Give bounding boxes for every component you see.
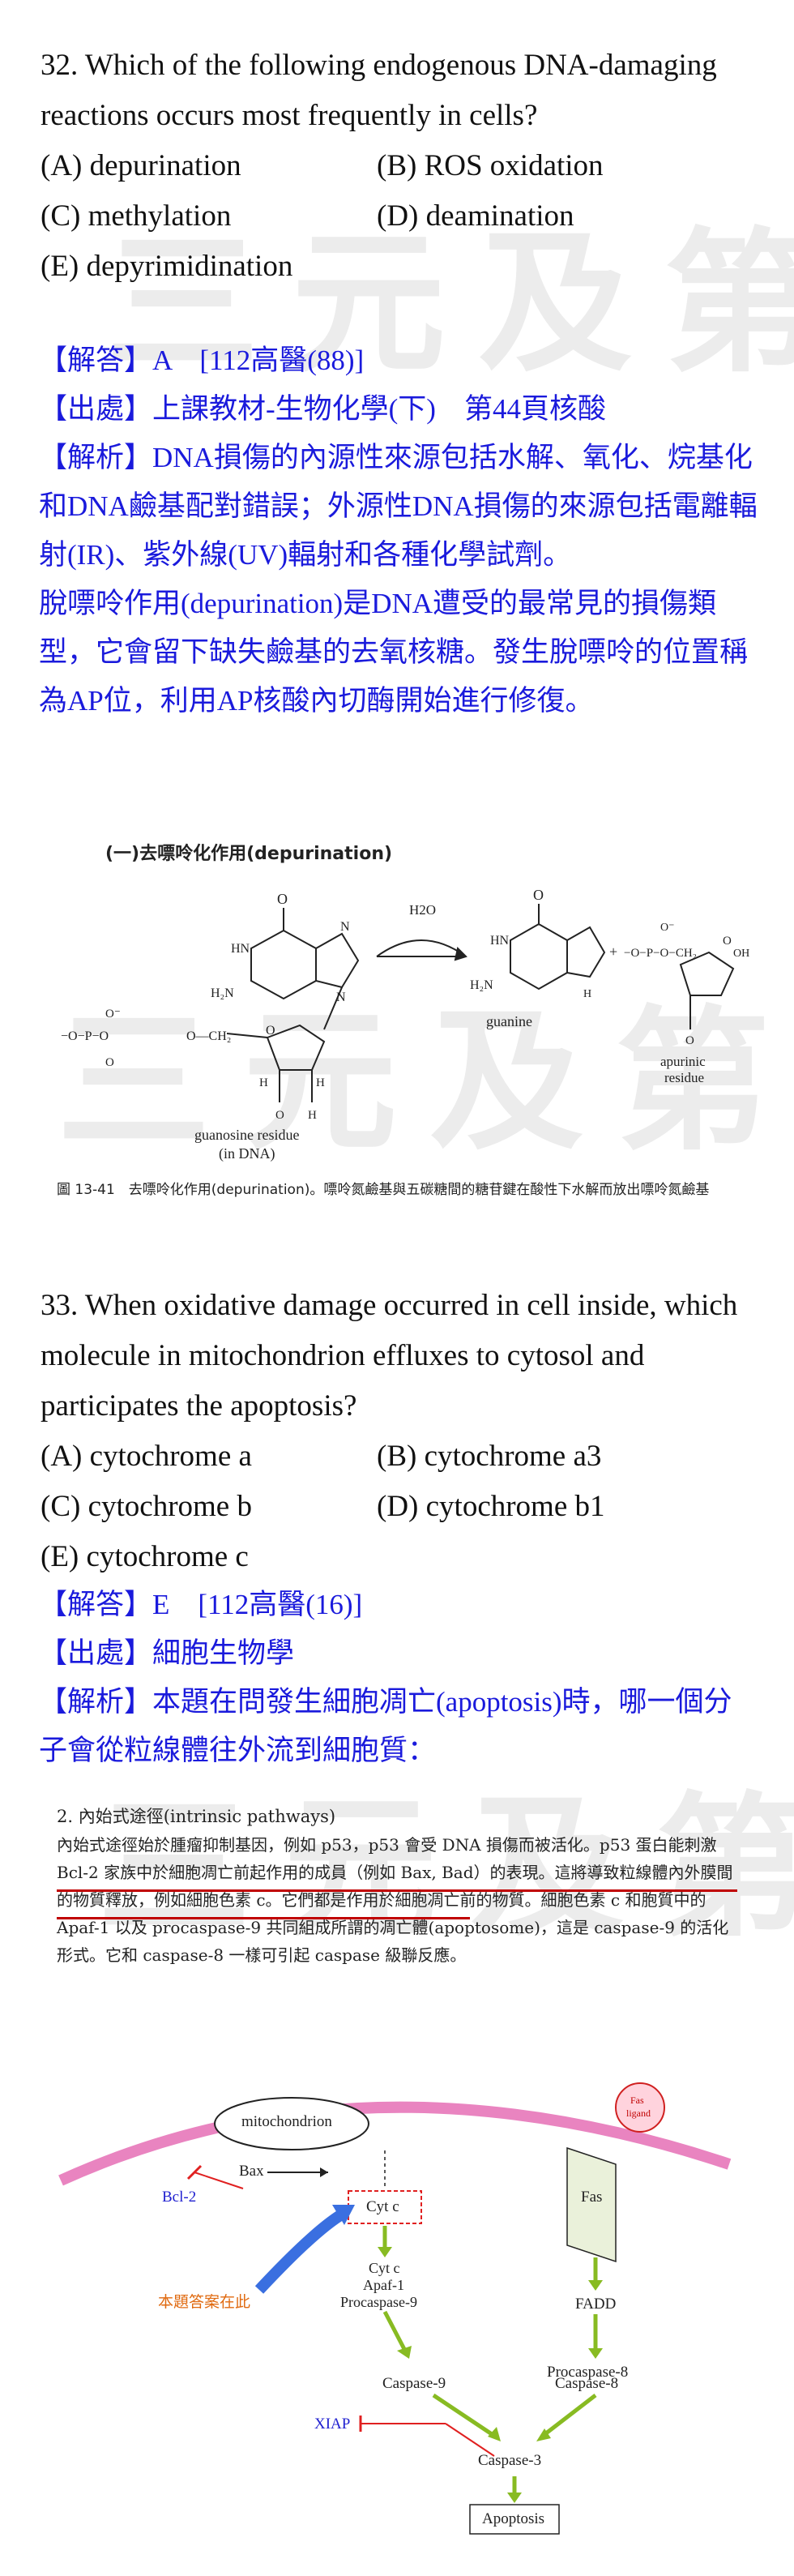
caspase8-label: Caspase-8 xyxy=(555,2375,619,2392)
svg-text:+: + xyxy=(609,944,617,960)
svg-text:O: O xyxy=(533,887,544,903)
svg-text:H: H xyxy=(583,988,591,1000)
option-b: (B) ROS oxidation xyxy=(377,149,604,182)
svg-text:O: O xyxy=(105,1056,114,1069)
question-stem: 33. When oxidative damage occurred in ce… xyxy=(41,1289,738,1423)
options: (A) depurination (B) ROS oxidation (C) m… xyxy=(41,141,753,292)
svg-text:O⁻: O⁻ xyxy=(105,1008,121,1021)
svg-text:H: H xyxy=(316,1076,325,1089)
mitochondrion-label: mitochondrion xyxy=(241,2113,332,2130)
figure-caption: 圖 13-41 去嘌呤化作用(depurination)。嘌呤氮鹼基與五碳糖間的… xyxy=(57,1182,710,1198)
svg-text:−O−P−O−CH₂: −O−P−O−CH₂ xyxy=(624,947,697,960)
figure-label-water: H2O xyxy=(409,902,437,918)
excerpt-body: 內始式途徑始於腫瘤抑制基因，例如 p53，p53 會受 DNA 損傷而被活化。p… xyxy=(57,1835,733,1965)
option-c: (C) cytochrome b xyxy=(41,1490,252,1523)
question-32: 32. Which of the following endogenous DN… xyxy=(41,41,753,292)
analysis-paragraph: 【解析】DNA損傷的內源性來源包括水解、氧化、烷基化和DNA鹼基配對錯誤；外源性… xyxy=(39,442,758,571)
option-e: (E) cytochrome c xyxy=(41,1540,249,1573)
svg-text:O: O xyxy=(277,891,288,907)
option-a: (A) cytochrome a xyxy=(41,1440,252,1473)
source-line: 【出處】上課教材-生物化學(下) 第44頁核酸 xyxy=(39,393,606,425)
apoptosis-diagram: mitochondrion Bax Bcl-2 Cyt c 本題答案在此 Cyt… xyxy=(57,2075,737,2561)
complex-apaf1-label: Apaf-1 xyxy=(363,2277,404,2293)
source-line: 【出處】細胞生物學 xyxy=(39,1637,295,1669)
bax-label: Bax xyxy=(239,2163,264,2180)
figure-label-residue: residue xyxy=(664,1070,705,1085)
fadd-label: FADD xyxy=(575,2296,617,2313)
figure-heading: (一)去嘌呤化作用(depurination) xyxy=(105,844,393,864)
svg-text:OH: OH xyxy=(733,948,749,960)
svg-text:O—CH₂: O—CH₂ xyxy=(186,1029,231,1043)
svg-text:H₂N: H₂N xyxy=(470,978,493,992)
svg-text:HN: HN xyxy=(490,934,510,948)
watermark: 三元及第 xyxy=(57,992,794,1171)
figure-label-guanine: guanine xyxy=(486,1013,532,1029)
svg-text:O: O xyxy=(266,1024,275,1038)
underline-mark xyxy=(57,1917,470,1919)
guanosine-structure: O HN H₂N N N O O—CH₂ −O−P−O O⁻ O H H O H xyxy=(61,891,360,1122)
answer-block-33: 【解答】E [112高醫(16)] 【出處】細胞生物學 【解析】本題在問發生細胞… xyxy=(39,1581,760,1775)
svg-text:−O−P−O: −O−P−O xyxy=(61,1029,109,1043)
excerpt-heading: 2. 內始式途徑(intrinsic pathways) xyxy=(57,1807,336,1826)
option-e: (E) depyrimidination xyxy=(41,250,293,283)
answer-line: 【解答】E [112高醫(16)] xyxy=(39,1589,363,1620)
apoptosis-label: Apoptosis xyxy=(482,2510,545,2527)
options: (A) cytochrome a (B) cytochrome a3 (C) c… xyxy=(41,1431,753,1582)
caspase9-label: Caspase-9 xyxy=(382,2375,446,2392)
fas-ligand-label: Fas xyxy=(630,2095,644,2106)
apurinic-residue-structure: −O−P−O−CH₂ O⁻ O OH O xyxy=(624,922,749,1047)
textbook-excerpt: 2. 內始式途徑(intrinsic pathways) 內始式途徑始於腫瘤抑制… xyxy=(57,1804,737,1969)
svg-text:O⁻: O⁻ xyxy=(660,922,675,934)
svg-text:H: H xyxy=(308,1109,317,1122)
option-d: (D) deamination xyxy=(377,199,574,233)
question-stem: 32. Which of the following endogenous DN… xyxy=(41,49,717,132)
option-d: (D) cytochrome b1 xyxy=(377,1490,605,1523)
analysis-paragraph: 【解析】本題在問發生細胞凋亡(apoptosis)時，哪一個分子會從粒線體往外流… xyxy=(39,1686,732,1766)
bcl2-label: Bcl-2 xyxy=(162,2189,197,2206)
pathway-svg xyxy=(58,2082,732,2535)
reaction-arrow xyxy=(376,939,467,961)
svg-text:O: O xyxy=(275,1109,284,1122)
svg-text:O: O xyxy=(685,1034,694,1047)
analysis-paragraph: 脫嘌呤作用(depurination)是DNA遭受的最常見的損傷類型，它會留下缺… xyxy=(39,588,749,717)
svg-text:H₂N: H₂N xyxy=(211,986,234,1000)
complex-procaspase9-label: Procaspase-9 xyxy=(340,2294,417,2310)
xiap-label: XIAP xyxy=(314,2416,351,2433)
fas-receptor-label: Fas xyxy=(581,2189,603,2206)
underline-mark xyxy=(57,1889,737,1892)
guanine-structure: O HN H₂N H xyxy=(470,887,606,1000)
svg-text:HN: HN xyxy=(231,942,250,956)
answer-line: 【解答】A [112高醫(88)] xyxy=(39,344,365,376)
question-33: 33. When oxidative damage occurred in ce… xyxy=(41,1281,753,1582)
figure-label-in-dna: (in DNA) xyxy=(219,1145,275,1162)
figure-label-guanosine: guanosine residue xyxy=(194,1127,300,1143)
option-b: (B) cytochrome a3 xyxy=(377,1440,602,1473)
answer-annotation: 本題答案在此 xyxy=(158,2293,251,2311)
svg-text:N: N xyxy=(340,920,350,934)
fas-ligand-label: ligand xyxy=(626,2107,651,2119)
watermark: 三元及第 xyxy=(105,214,794,393)
depurination-figure: (一)去嘌呤化作用(depurination) O HN H₂N N N O O… xyxy=(57,839,753,1228)
svg-text:O: O xyxy=(723,935,732,948)
answer-block-32: 【解答】A [112高醫(88)] 【出處】上課教材-生物化學(下) 第44頁核… xyxy=(39,336,760,725)
option-a: (A) depurination xyxy=(41,149,241,182)
complex-cytc-label: Cyt c xyxy=(369,2260,400,2276)
svg-text:H: H xyxy=(259,1076,268,1089)
procaspase8-label: Procaspase-8 xyxy=(547,2364,629,2381)
option-c: (C) methylation xyxy=(41,199,232,233)
cytc-label: Cyt c xyxy=(366,2198,399,2215)
watermark: 三元及第 xyxy=(97,1778,794,1958)
depurination-reaction-svg: O HN H₂N N N O O—CH₂ −O−P−O O⁻ O H H O H xyxy=(61,887,749,1122)
figure-label-apurinic: apurinic xyxy=(660,1054,706,1069)
caspase3-label: Caspase-3 xyxy=(478,2452,542,2469)
